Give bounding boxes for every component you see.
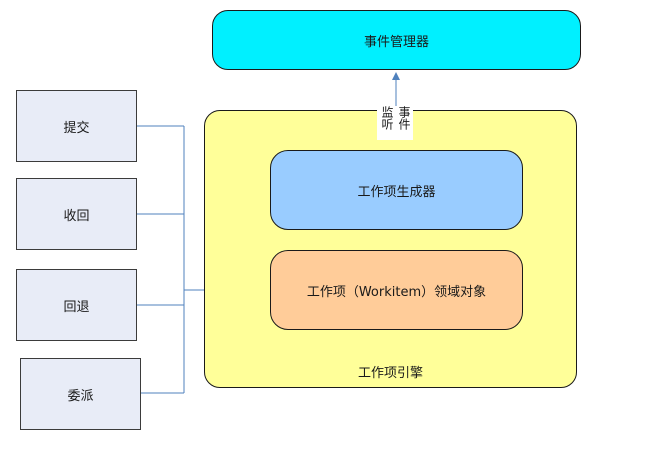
- action-submit-label: 提交: [63, 120, 90, 136]
- listen-event-label: 监听 事件: [377, 106, 413, 140]
- action-rollback-label: 回退: [63, 299, 90, 315]
- action-delegate-label: 委派: [67, 388, 94, 404]
- event-manager-label: 事件管理器: [363, 34, 429, 50]
- action-submit-box: 提交: [16, 90, 137, 162]
- listen-event-label-col2: 事件: [397, 106, 411, 130]
- listen-event-label-col1: 监听: [380, 106, 394, 130]
- workitem-domain-object-box: 工作项（Workitem）领域对象: [270, 250, 523, 330]
- workitem-generator-box: 工作项生成器: [270, 150, 523, 230]
- action-withdraw-label: 收回: [63, 208, 90, 224]
- workitem-generator-label: 工作项生成器: [357, 184, 436, 200]
- action-delegate-box: 委派: [20, 358, 141, 430]
- action-withdraw-box: 收回: [16, 178, 137, 250]
- action-rollback-box: 回退: [16, 269, 137, 341]
- workitem-domain-object-label: 工作项（Workitem）领域对象: [306, 284, 487, 300]
- event-manager-box: 事件管理器: [212, 10, 581, 70]
- workitem-engine-label: 工作项引擎: [357, 366, 423, 381]
